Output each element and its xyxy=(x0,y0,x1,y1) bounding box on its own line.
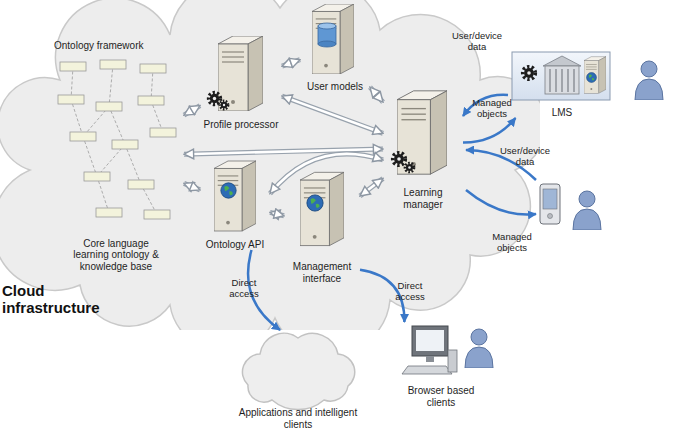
building-body xyxy=(545,66,579,94)
server-node: Profile processor xyxy=(200,32,282,130)
phone-body xyxy=(540,184,560,224)
computer-tower xyxy=(448,350,457,372)
cloud-shape xyxy=(242,333,354,409)
arrow-outline xyxy=(270,212,284,215)
node-title: Cloud infrastructure xyxy=(2,282,112,317)
flow-label: Managed objects xyxy=(488,232,536,254)
building-column xyxy=(549,69,550,92)
edge-label: Managed objects xyxy=(468,98,516,120)
edge-label: Direct access xyxy=(388,281,432,303)
server-node: User models xyxy=(300,2,370,92)
desktop-computer xyxy=(402,326,457,374)
client-cloud: Applications and intelligent clients xyxy=(232,330,364,430)
mobile-device xyxy=(540,184,560,224)
node-title: Learning manager xyxy=(383,187,463,210)
gear-icon xyxy=(523,67,536,80)
node-title: Browser based clients xyxy=(395,385,487,408)
node-title: Ontology API xyxy=(206,239,264,251)
client-node: Browser based clients xyxy=(395,322,487,408)
ontology-framework: Ontology frameworkCore language learning… xyxy=(48,40,184,272)
arrow-heads xyxy=(270,212,284,215)
flow-label: User/device data xyxy=(500,146,550,168)
user-icon xyxy=(635,61,663,100)
building-column xyxy=(561,69,562,92)
node-caption: Core language learning ontology & knowle… xyxy=(66,238,166,273)
edge-label: User/device data xyxy=(452,31,502,53)
arrow-body xyxy=(270,212,284,215)
hollow-double-arrow xyxy=(270,212,284,215)
building-column xyxy=(573,69,574,92)
phone-button xyxy=(548,214,553,219)
server-icon xyxy=(584,57,606,94)
keyboard xyxy=(402,366,452,374)
monitor-frame xyxy=(412,326,448,356)
edge-label: Direct access xyxy=(222,278,266,300)
node-title: LMS xyxy=(552,107,573,119)
monitor-screen xyxy=(416,330,444,351)
building-column xyxy=(555,69,556,92)
cloud-region: Cloud infrastructure Ontology frameworkCo… xyxy=(0,0,540,330)
node-title: Ontology framework xyxy=(54,40,143,52)
server-node: Ontology API xyxy=(200,158,270,250)
server-node: Management interface xyxy=(284,166,360,284)
node-title: User models xyxy=(307,81,363,93)
globe-icon xyxy=(587,73,597,83)
user-icon xyxy=(465,329,493,368)
building-roof xyxy=(543,56,581,66)
node-title: Applications and intelligent clients xyxy=(232,407,364,430)
cloud-shape xyxy=(0,0,540,330)
user-icon xyxy=(573,191,601,230)
building-column xyxy=(567,69,568,92)
monitor-stand xyxy=(426,356,434,362)
server-node: Learning manager xyxy=(383,86,463,210)
node-title: Profile processor xyxy=(203,119,278,131)
node-title: Management interface xyxy=(284,261,360,284)
lms-node: LMS xyxy=(508,48,616,118)
phone-screen xyxy=(543,189,557,209)
